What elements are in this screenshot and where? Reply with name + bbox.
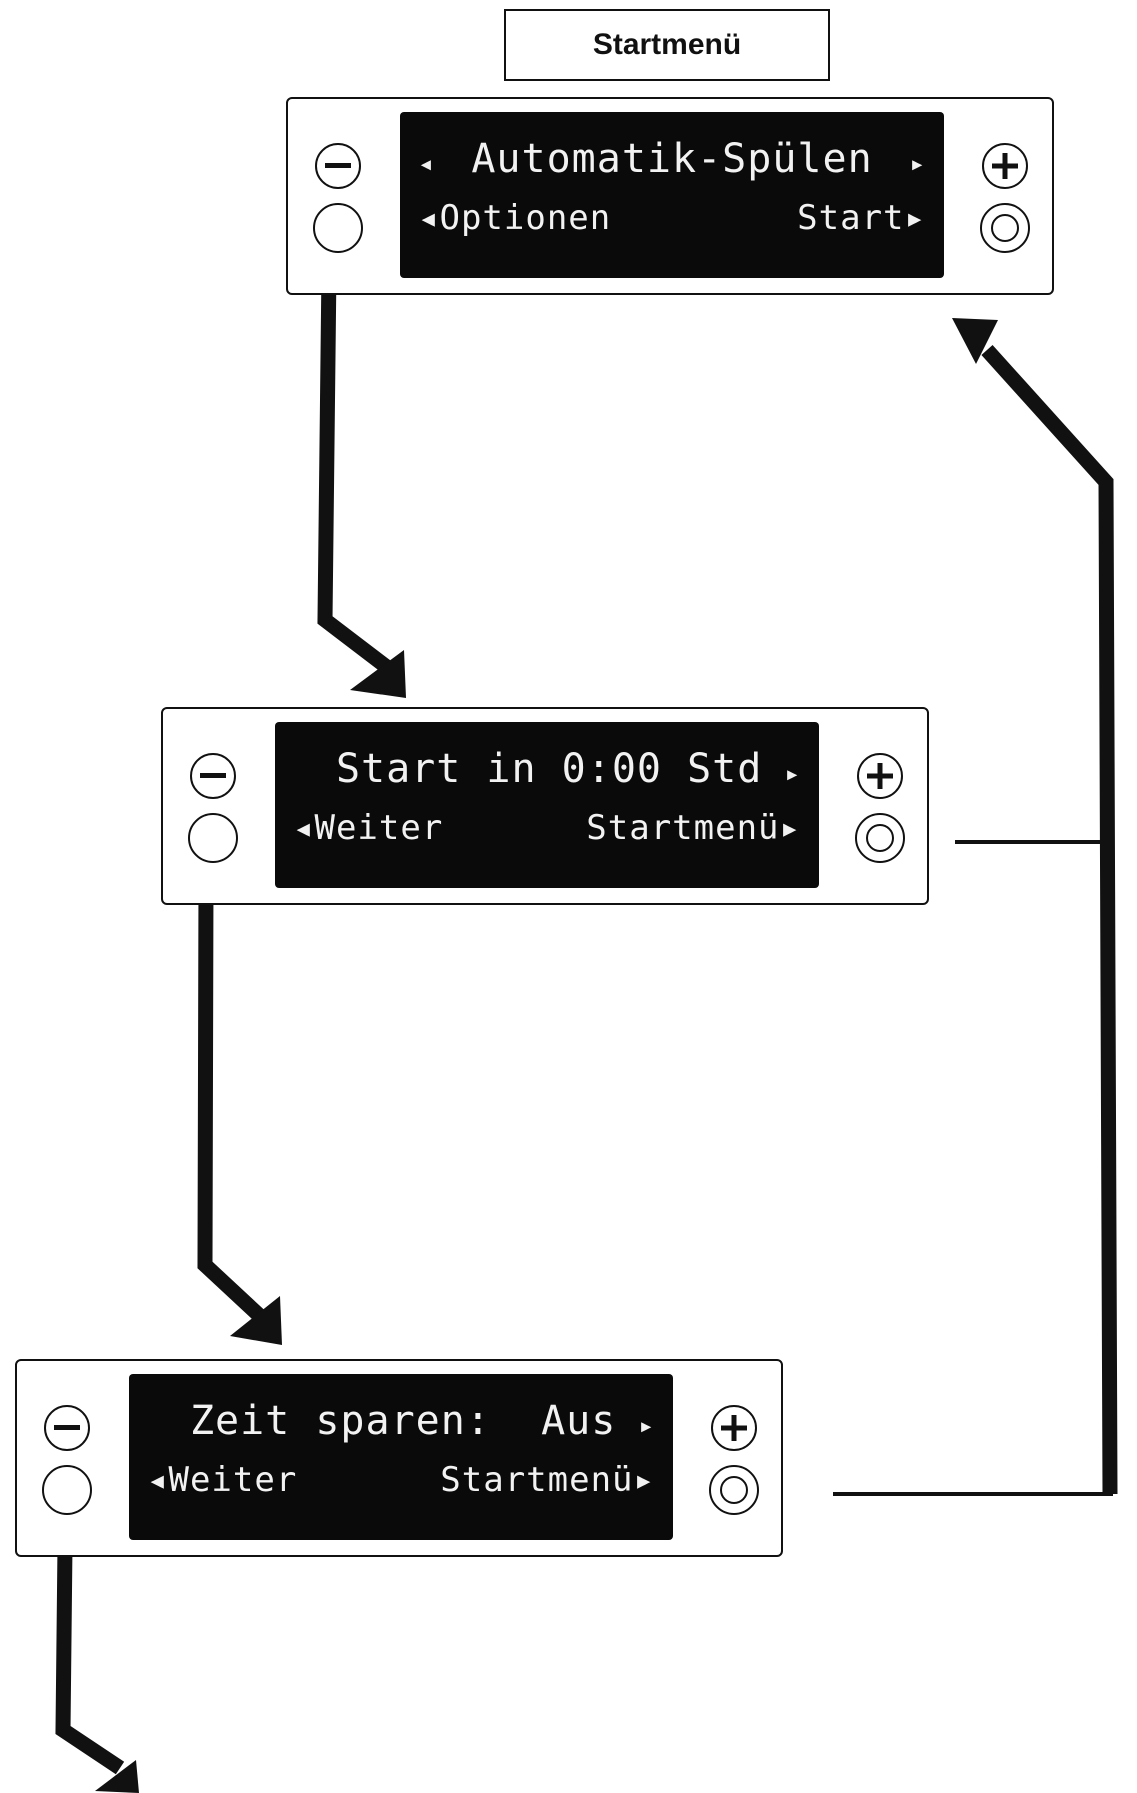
left-select-button[interactable]	[42, 1465, 92, 1515]
minus-circle-icon	[200, 773, 226, 778]
arrow-options-to-panel-2	[317, 267, 406, 698]
plus-button[interactable]	[982, 143, 1028, 189]
left-select-button[interactable]	[188, 813, 238, 863]
right-select-button[interactable]	[709, 1465, 759, 1515]
options-softkey-label: ◂Optionen	[418, 198, 612, 238]
time-saving-text: Zeit sparen: Aus	[189, 1398, 617, 1444]
control-panel-2: Start in 0:00 Std ▸ ◂Weiter Startmenü▸	[161, 707, 929, 905]
minus-button[interactable]	[315, 143, 361, 189]
control-panel-1: ◂ Automatik-Spülen ▸ ◂Optionen Start▸	[286, 97, 1054, 295]
startmenu-softkey-label: Startmenü▸	[586, 808, 801, 848]
left-select-button[interactable]	[313, 203, 363, 253]
lcd-display: ◂ Automatik-Spülen ▸ ◂Optionen Start▸	[400, 112, 944, 278]
start-menu-title: Startmenü	[504, 9, 830, 81]
start-softkey-label: Start▸	[797, 198, 926, 238]
minus-circle-icon	[54, 1425, 80, 1430]
lcd-line-2: ◂Weiter Startmenü▸	[293, 808, 801, 848]
program-name: Automatik-Spülen	[471, 136, 873, 182]
weiter-softkey-label: ◂Weiter	[293, 808, 444, 848]
lcd-line-1: Zeit sparen: Aus ▸	[147, 1398, 655, 1444]
minus-circle-icon	[325, 163, 351, 168]
arrow-return-to-start-menu	[833, 318, 1118, 1496]
plus-circle-icon	[992, 153, 1018, 179]
lcd-line-2: ◂Optionen Start▸	[418, 198, 926, 238]
lcd-line-1: Start in 0:00 Std ▸	[293, 746, 801, 792]
plus-circle-icon	[867, 763, 893, 789]
lcd-display: Start in 0:00 Std ▸ ◂Weiter Startmenü▸	[275, 722, 819, 888]
lcd-line-2: ◂Weiter Startmenü▸	[147, 1460, 655, 1500]
start-delay-text: Start in 0:00 Std	[335, 746, 763, 792]
right-select-button[interactable]	[855, 813, 905, 863]
left-arrow-indicator: ◂	[418, 149, 435, 179]
lcd-line-1: ◂ Automatik-Spülen ▸	[418, 136, 926, 182]
right-arrow-indicator: ▸	[909, 149, 926, 179]
startmenu-softkey-label: Startmenü▸	[440, 1460, 655, 1500]
minus-button[interactable]	[44, 1405, 90, 1451]
lcd-display: Zeit sparen: Aus ▸ ◂Weiter Startmenü▸	[129, 1374, 673, 1540]
arrow-weiter-continues	[55, 1544, 139, 1793]
weiter-softkey-label: ◂Weiter	[147, 1460, 298, 1500]
right-select-button[interactable]	[980, 203, 1030, 253]
plus-circle-icon	[721, 1415, 747, 1441]
right-arrow-indicator: ▸	[784, 759, 801, 789]
plus-button[interactable]	[857, 753, 903, 799]
arrow-weiter-to-panel-3	[197, 875, 282, 1345]
minus-button[interactable]	[190, 753, 236, 799]
plus-button[interactable]	[711, 1405, 757, 1451]
control-panel-3: Zeit sparen: Aus ▸ ◂Weiter Startmenü▸	[15, 1359, 783, 1557]
right-arrow-indicator: ▸	[638, 1411, 655, 1441]
